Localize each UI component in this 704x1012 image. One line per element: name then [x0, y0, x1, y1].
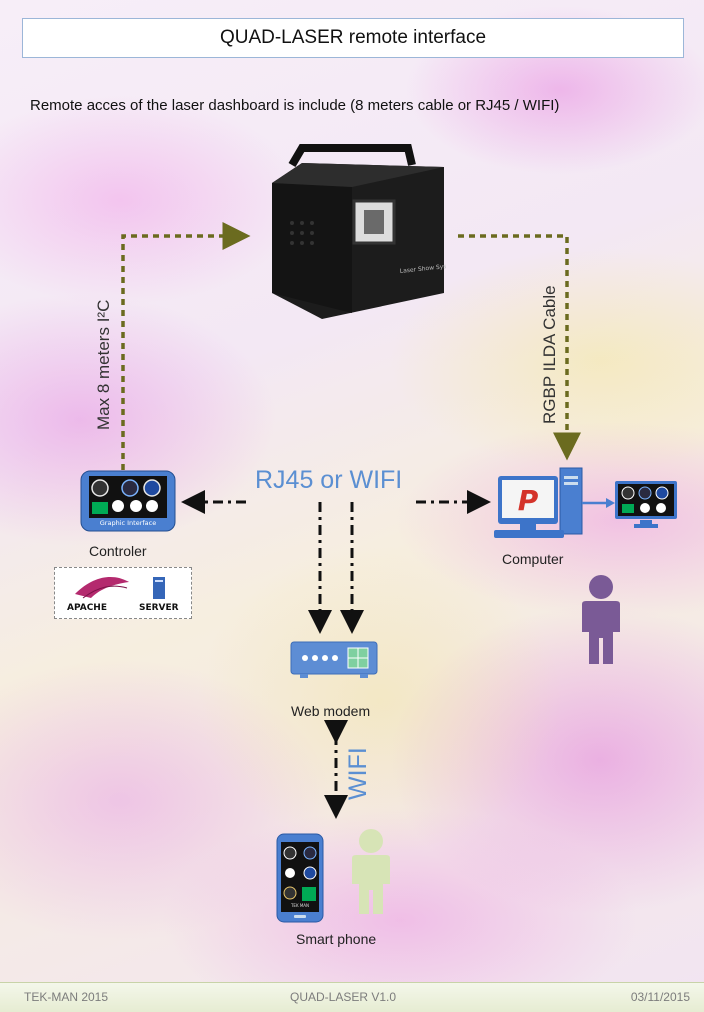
monitor-link — [582, 498, 615, 508]
computer-label: Computer — [502, 551, 564, 567]
smartphone-label: Smart phone — [296, 931, 377, 947]
footer: TEK-MAN 2015 QUAD-LASER V1.0 03/11/2015 — [0, 982, 704, 1012]
controller-label: Controler — [89, 543, 147, 559]
subtitle: Remote acces of the laser dashboard is i… — [30, 97, 560, 114]
computer-icon[interactable]: P — [494, 466, 586, 548]
i2c-cable-line — [121, 222, 251, 470]
wifi-label: WIFI — [344, 747, 372, 800]
server-text: SERVER — [139, 603, 179, 613]
graphic-interface-text: Graphic Interface — [100, 519, 157, 527]
web-modem-icon[interactable] — [290, 640, 380, 682]
computer-logo-text: P — [518, 484, 539, 517]
controller-tablet-icon[interactable]: Graphic Interface — [80, 470, 176, 532]
web-modem-label: Web modem — [291, 703, 371, 719]
smartphone-icon[interactable]: TEK MAN — [276, 833, 324, 923]
dashboard-monitor-icon — [615, 481, 677, 528]
apache-text: APACHE — [67, 603, 107, 613]
i2c-cable-label: Max 8 meters I²C — [94, 299, 113, 430]
page-title: QUAD-LASER remote interface — [22, 18, 684, 58]
ilda-cable-label: RGBP ILDA Cable — [540, 285, 559, 424]
rj45-wifi-label: RJ45 or WIFI — [255, 466, 403, 494]
ilda-cable-line — [458, 234, 581, 461]
footer-center: QUAD-LASER V1.0 — [290, 990, 397, 1004]
laser-projector-icon: Laser Show System — [272, 144, 446, 319]
footer-right: 03/11/2015 — [630, 990, 690, 1004]
apache-server-badge: APACHE SERVER — [54, 567, 192, 619]
tek-man-logo-text: TEK MAN — [290, 903, 309, 908]
apache-feather-icon: APACHE SERVER — [67, 577, 179, 613]
user-icon — [582, 575, 620, 664]
footer-left: TEK-MAN 2015 — [24, 990, 109, 1004]
mobile-user-icon — [352, 829, 390, 914]
